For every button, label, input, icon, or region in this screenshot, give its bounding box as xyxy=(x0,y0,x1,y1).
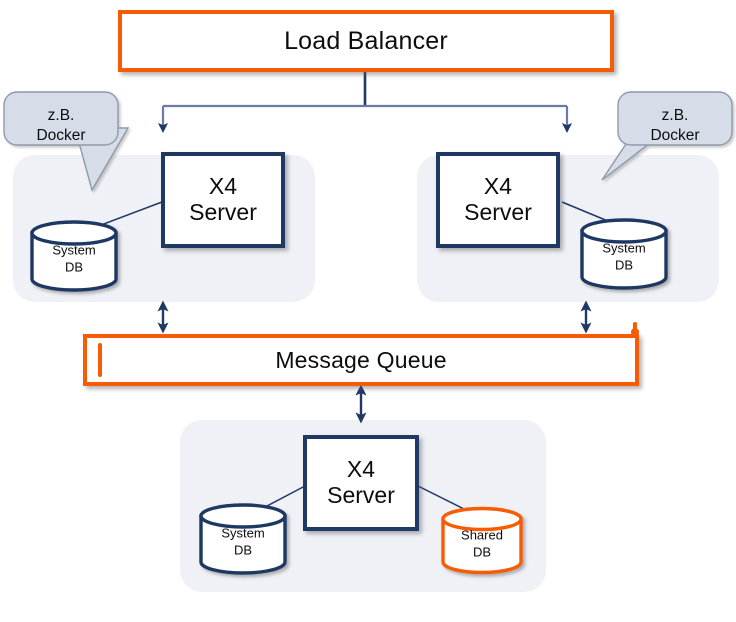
db-system-left-line2: DB xyxy=(64,259,84,275)
server-bottom-line2: Server xyxy=(327,482,395,508)
db-system-bottom xyxy=(199,503,287,575)
db-system-left xyxy=(30,220,118,292)
db-shared-bottom-line1: Shared xyxy=(461,527,503,543)
db-system-right xyxy=(580,218,668,290)
server-top-right-line1: X4 xyxy=(483,173,513,200)
message-queue-knob xyxy=(631,328,639,336)
db-system-bottom-line2: DB xyxy=(233,542,253,558)
callout-right-bubble xyxy=(601,91,733,181)
db-system-bottom-label-group: System DB xyxy=(201,505,285,573)
node-server-bottom[interactable]: X4 Server xyxy=(303,435,419,531)
node-message-queue[interactable]: Message Queue xyxy=(83,334,639,386)
db-system-right-line1: System xyxy=(602,241,646,257)
callout-right-line2: Docker xyxy=(650,127,700,145)
node-server-top-left[interactable]: X4 Server xyxy=(161,152,285,248)
server-bottom-line1: X4 xyxy=(346,456,376,483)
db-system-right-label-group: System DB xyxy=(582,220,666,288)
callout-left: z.B. Docker xyxy=(4,92,118,145)
callout-left-line1: z.B. xyxy=(47,107,75,124)
load-balancer-label: Load Balancer xyxy=(284,26,448,55)
callout-right-line1: z.B. xyxy=(661,107,689,124)
db-system-bottom-line1: System xyxy=(221,526,265,542)
message-queue-label: Message Queue xyxy=(275,346,447,373)
node-server-top-right[interactable]: X4 Server xyxy=(436,152,560,248)
db-system-left-label-group: System DB xyxy=(32,222,116,290)
db-system-left-line1: System xyxy=(52,243,96,259)
connector-lb-to-servers xyxy=(157,72,573,134)
server-top-left-line1: X4 xyxy=(208,173,238,200)
db-shared-bottom xyxy=(441,506,523,575)
node-load-balancer[interactable]: Load Balancer xyxy=(118,10,614,72)
message-queue-divider xyxy=(98,343,102,377)
db-shared-bottom-label-group: Shared DB xyxy=(443,509,521,573)
callout-left-bubble xyxy=(3,91,130,192)
server-top-right-line2: Server xyxy=(464,199,532,225)
server-top-left-line2: Server xyxy=(189,199,257,225)
db-system-right-line2: DB xyxy=(614,257,634,273)
callout-right: z.B. Docker xyxy=(618,92,732,145)
callout-left-line2: Docker xyxy=(36,127,86,145)
db-shared-bottom-line2: DB xyxy=(472,544,492,560)
